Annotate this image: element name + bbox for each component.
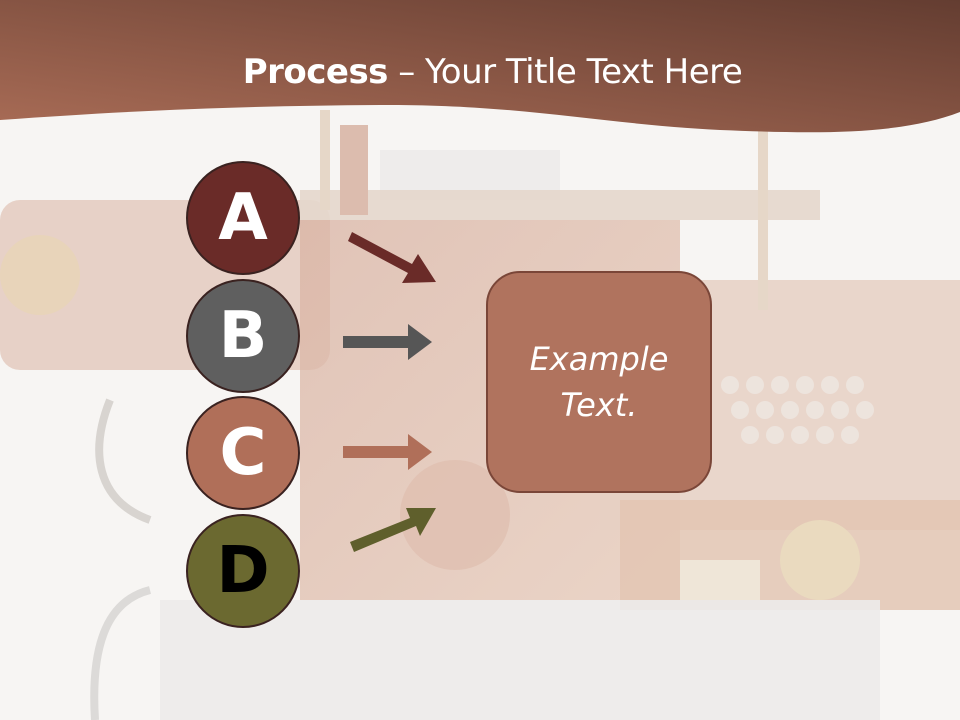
title-bold-text: Process: [242, 52, 389, 92]
step-label-a: A: [218, 181, 268, 255]
result-box: Example Text.: [486, 271, 712, 493]
title-banner: [0, 0, 960, 133]
result-text-line1: Example: [529, 340, 669, 378]
step-label-b: B: [218, 299, 268, 373]
step-circle-a: A: [186, 161, 300, 275]
step-circle-c: C: [186, 396, 300, 510]
step-label-d: D: [216, 534, 270, 608]
arrow-c-icon: [343, 434, 432, 470]
arrow-a-icon: [348, 232, 436, 283]
result-box-text: Example Text.: [530, 336, 669, 428]
step-circle-b: B: [186, 279, 300, 393]
step-circle-d: D: [186, 514, 300, 628]
result-text-line2: Text.: [560, 386, 638, 424]
slide-title: Process – Your Title Text Here: [0, 52, 960, 92]
title-rest-text: – Your Title Text Here: [387, 52, 743, 92]
arrow-b-icon: [343, 324, 432, 360]
step-label-c: C: [219, 416, 267, 490]
arrow-d-icon: [350, 508, 436, 552]
